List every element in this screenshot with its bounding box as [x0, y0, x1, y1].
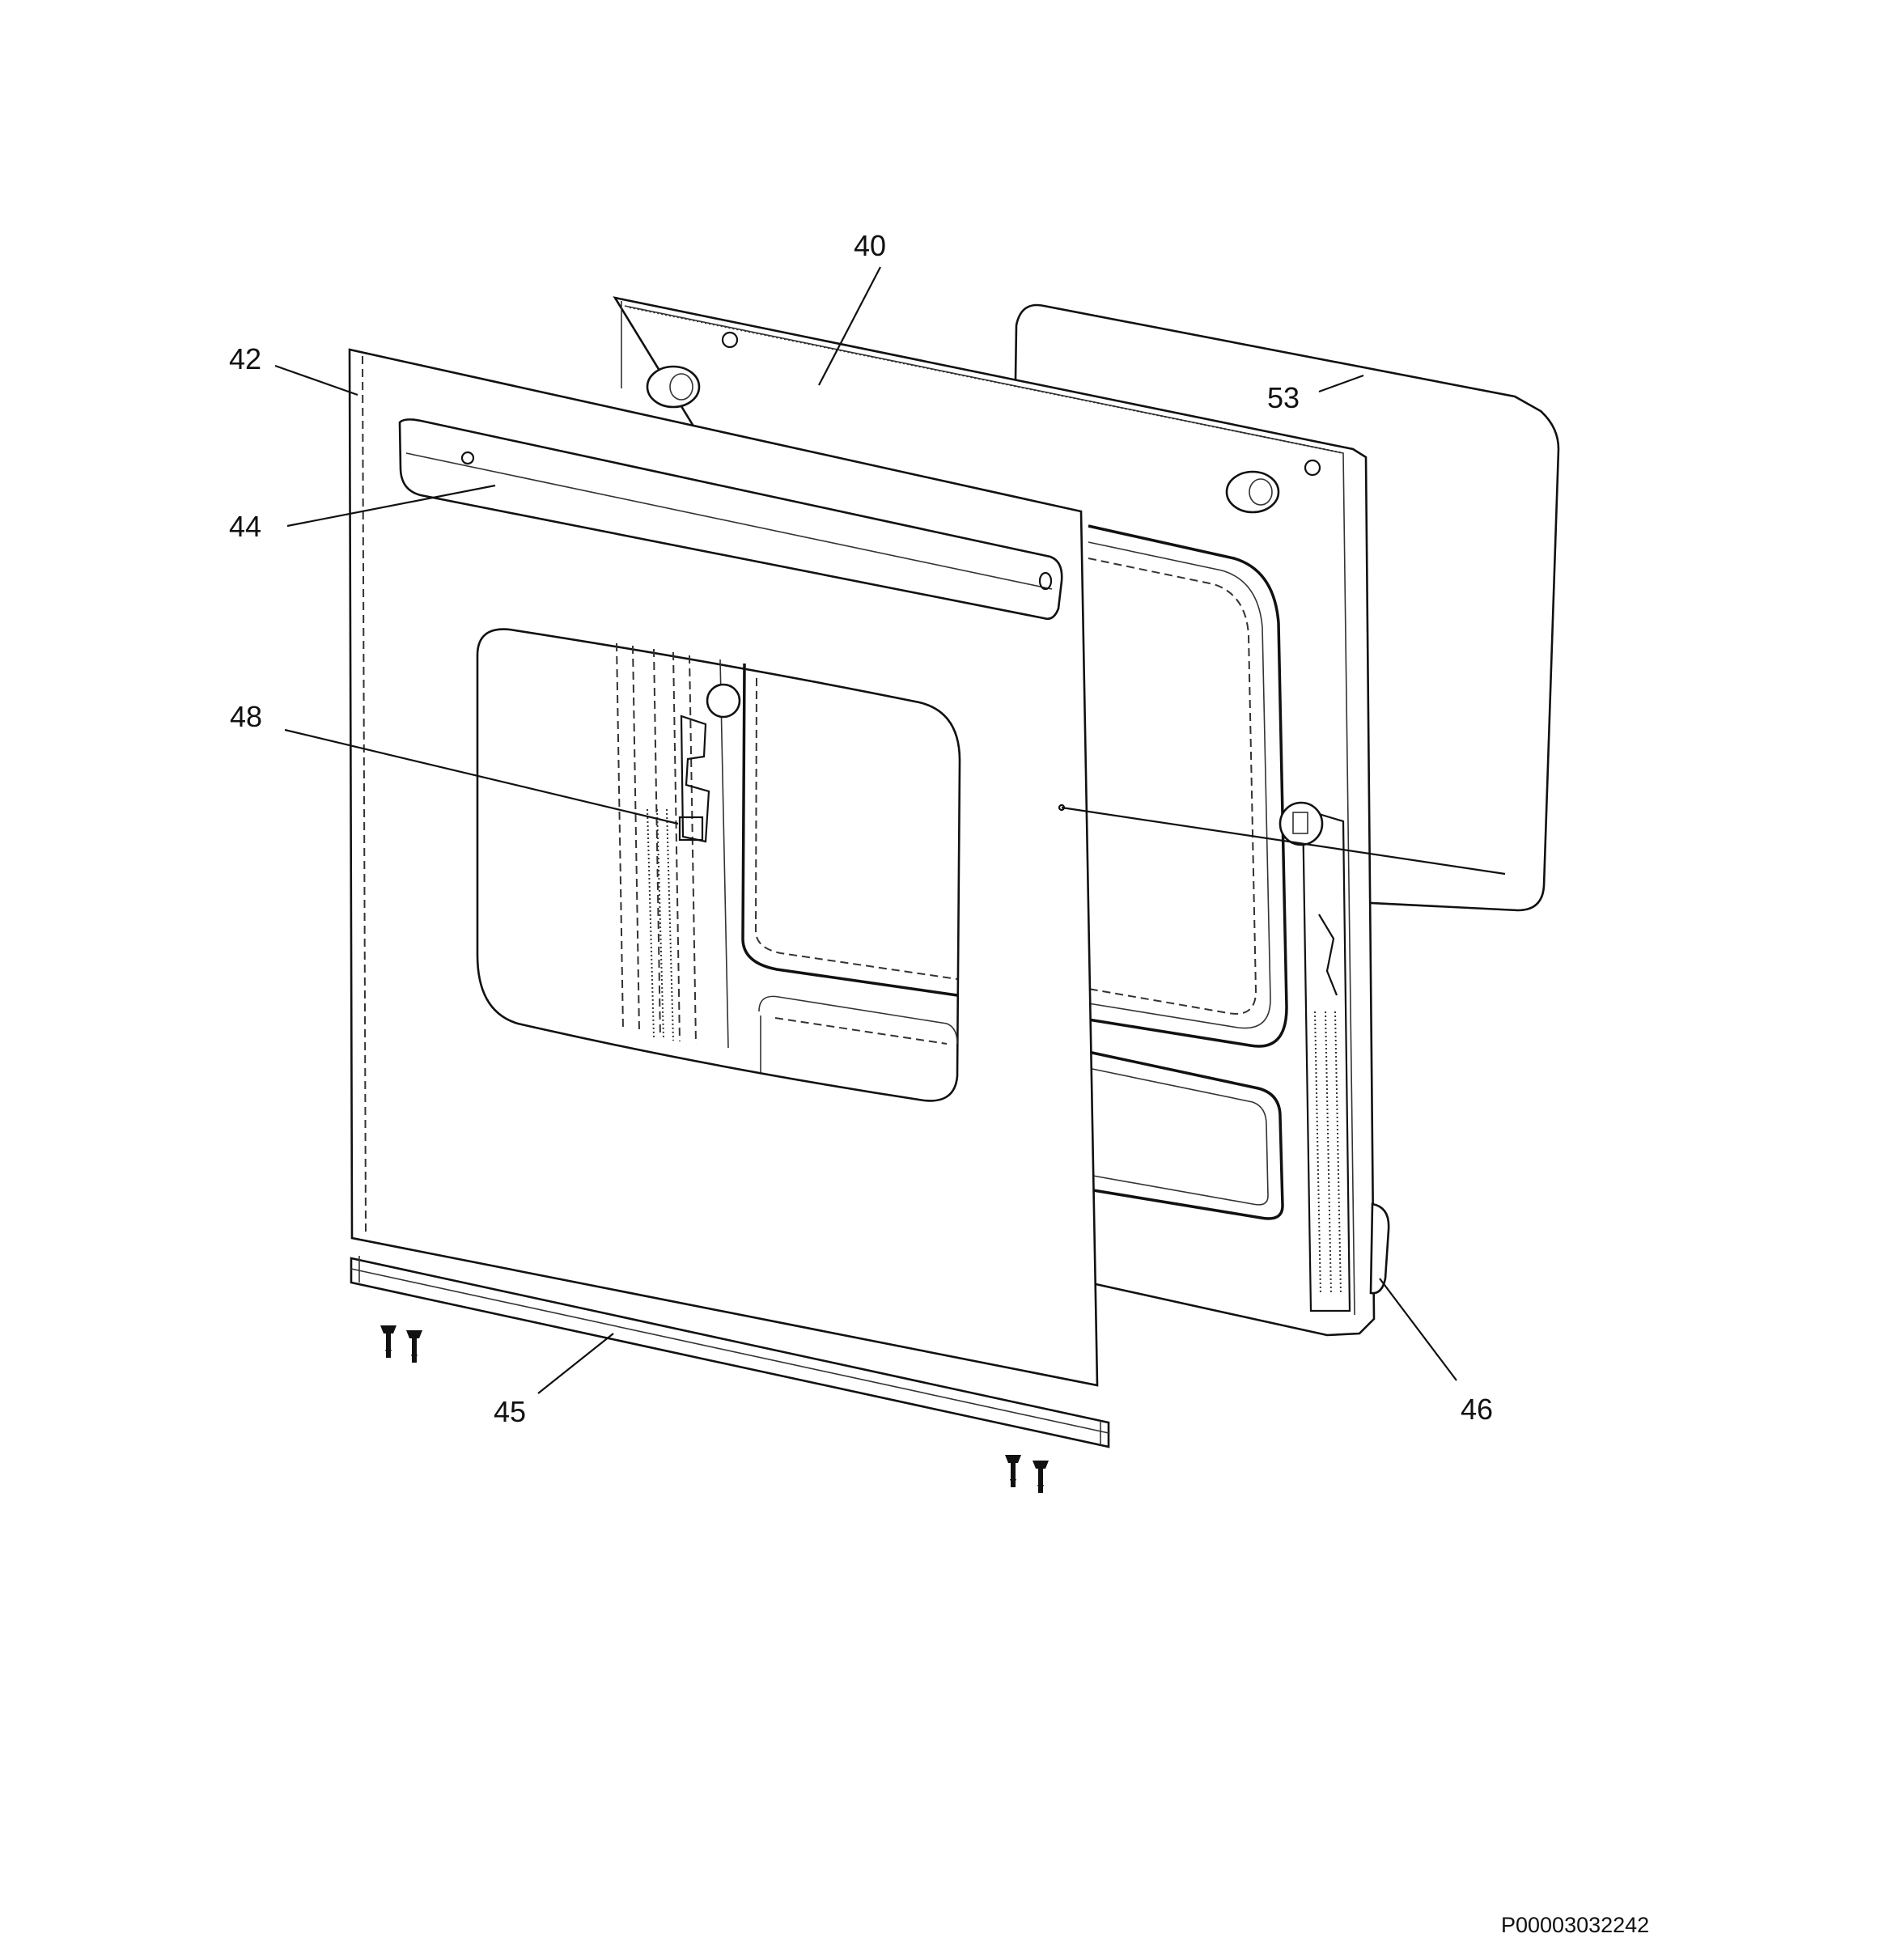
callout-40: 40	[854, 229, 886, 262]
leader-48	[284, 728, 679, 825]
leader-42	[274, 364, 358, 396]
callout-46: 46	[1461, 1393, 1493, 1426]
screw-icon	[1033, 1461, 1049, 1493]
part-45-bottom-trim	[350, 1256, 1110, 1448]
callout-42: 42	[229, 342, 261, 375]
screw-icon	[406, 1330, 422, 1363]
part-48-window-interior	[616, 642, 958, 1072]
callout-44: 44	[229, 510, 261, 543]
leader-44	[286, 484, 496, 528]
leader-53	[1318, 374, 1364, 393]
part-44-handle	[398, 418, 1063, 621]
screw-icon	[380, 1325, 396, 1358]
screw-icon	[1005, 1455, 1021, 1487]
leader-lines	[274, 266, 1506, 1394]
callout-45: 45	[494, 1395, 526, 1428]
leader-40	[818, 266, 881, 386]
screws-right	[1005, 1455, 1049, 1493]
leader-46	[1379, 1278, 1457, 1381]
drawing-code: P00003032242	[1501, 1913, 1649, 1937]
leader-45	[537, 1333, 614, 1394]
part-46-hinge	[1369, 1202, 1390, 1295]
callout-53: 53	[1267, 381, 1300, 414]
leader-53-glass	[1061, 806, 1506, 876]
screws-left	[380, 1325, 422, 1363]
part-42-outer-door-panel	[348, 348, 1099, 1387]
callout-48: 48	[230, 700, 262, 733]
